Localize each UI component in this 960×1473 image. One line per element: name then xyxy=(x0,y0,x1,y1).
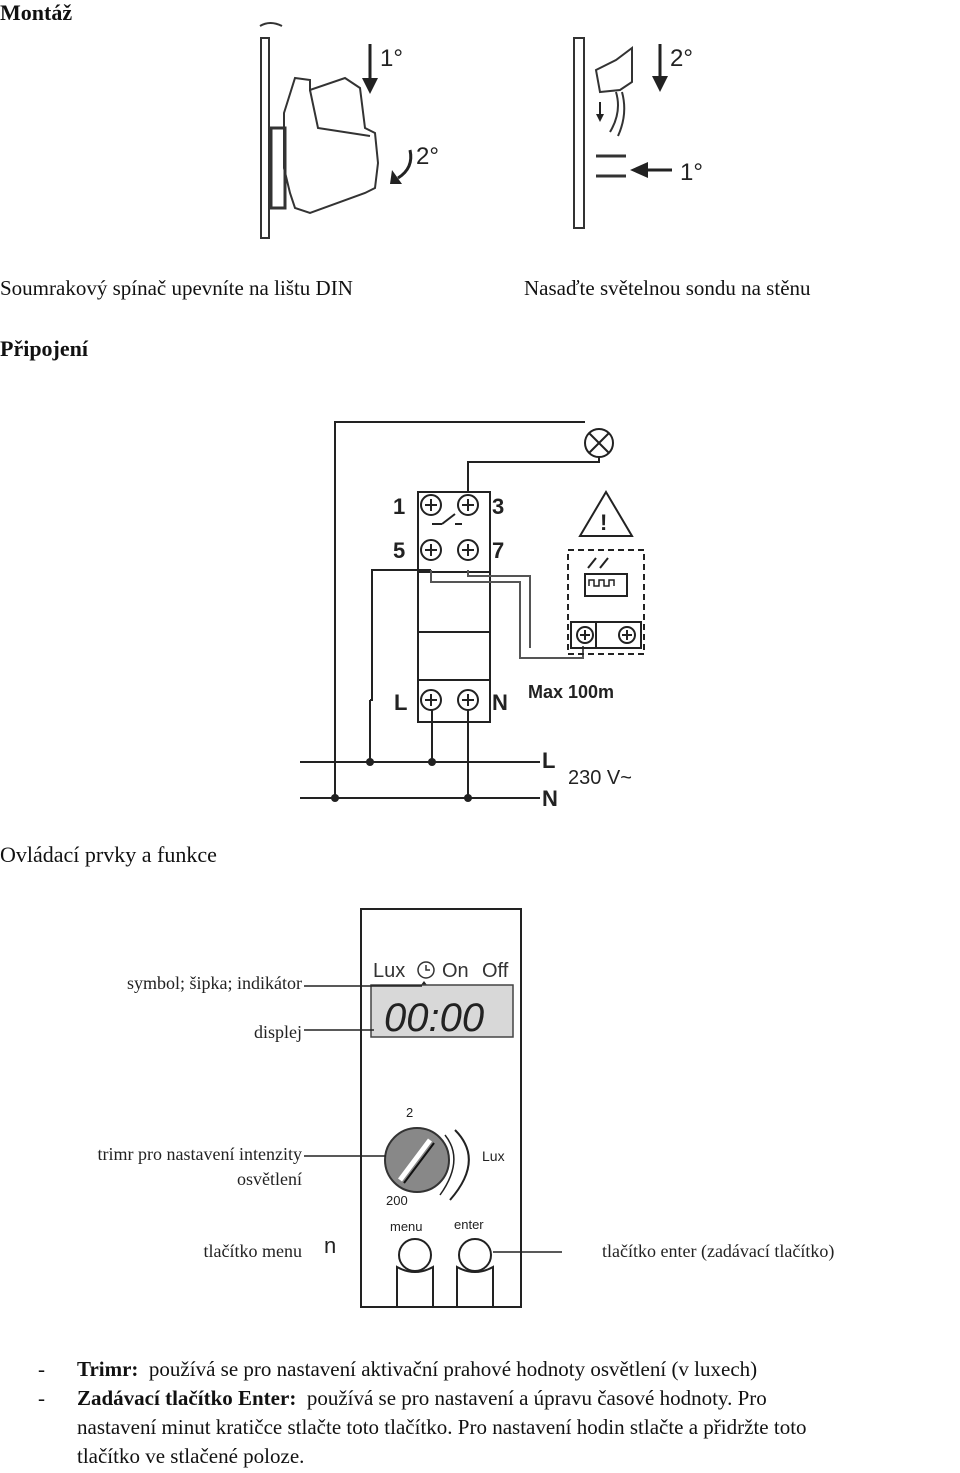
bullet-text: používá se pro nastavení a úpravu časové… xyxy=(306,1386,767,1410)
small-arrow-down-icon xyxy=(596,102,604,122)
bullet-dash: - xyxy=(38,1386,45,1410)
lamp-icon xyxy=(584,428,614,458)
off-indicator: Off xyxy=(482,960,509,982)
dial-unit-label: Lux xyxy=(482,1148,505,1164)
enter-button[interactable] xyxy=(456,1238,494,1307)
left-step1-label: 1° xyxy=(380,45,403,72)
callout-menu-button: tlačítko menu xyxy=(203,1241,302,1261)
heading-mounting: Montáž xyxy=(0,0,73,25)
device-front-diagram: Lux On Off 00:00 2 200 Lux menu enter n xyxy=(304,908,562,1308)
bullet-text: používá se pro nastavení aktivační praho… xyxy=(148,1357,758,1381)
probe-mount-diagram: 2° 1° xyxy=(573,37,703,229)
callout-enter-button: tlačítko enter (zadávací tlačítko) xyxy=(602,1241,835,1261)
svg-text:!: ! xyxy=(600,510,607,535)
line-N-label: N xyxy=(542,786,558,811)
max-length-label: Max 100m xyxy=(528,682,614,702)
callout-display: displej xyxy=(254,1022,302,1042)
callout-trimmer-line2: osvětlení xyxy=(237,1169,302,1189)
bullet-text-line3: tlačítko ve stlačené poloze. xyxy=(77,1444,305,1468)
device-body xyxy=(360,908,522,1308)
bullet-term: Trimr: xyxy=(77,1357,139,1381)
heading-connection: Připojení xyxy=(0,336,88,361)
rotate-arrow-icon xyxy=(390,149,413,184)
callout-trimmer-line1: trimr pro nastavení intenzity xyxy=(97,1144,302,1164)
left-step2-label: 2° xyxy=(416,143,439,170)
on-indicator: On xyxy=(442,960,469,982)
right-step2-label: 2° xyxy=(670,45,693,72)
terminal-N-label: N xyxy=(492,690,508,715)
din-rail-mount-diagram: 1° 2° xyxy=(259,22,439,239)
caption-probe: Nasaďte světelnou sondu na stěnu xyxy=(524,276,811,300)
display-value: 00:00 xyxy=(384,996,484,1040)
clock-icon xyxy=(417,961,435,979)
terminal-3-label: 3 xyxy=(492,494,504,519)
light-rays-icon xyxy=(587,557,609,569)
dial-top-label: 2 xyxy=(406,1105,413,1120)
lux-trimmer-dial[interactable] xyxy=(384,1127,470,1201)
wiring-diagram: ! 1 3 5 7 L N Max 100m L N 230 V~ xyxy=(300,421,645,811)
warning-icon: ! xyxy=(578,490,634,537)
menu-button[interactable] xyxy=(396,1238,434,1307)
callout-symbol: symbol; šipka; indikátor xyxy=(127,973,302,993)
bullet-text-line2: nastavení minut kratičce stlačte toto tl… xyxy=(77,1415,807,1439)
dial-bottom-label: 200 xyxy=(386,1193,408,1208)
voltage-label: 230 V~ xyxy=(568,767,632,789)
menu-button-label: menu xyxy=(390,1219,423,1234)
heading-controls: Ovládací prvky a funkce xyxy=(0,842,217,867)
arrow-left-icon xyxy=(630,162,672,178)
terminal-L-label: L xyxy=(394,690,407,715)
bullet-dash: - xyxy=(38,1357,45,1381)
arrow-down-icon xyxy=(652,44,668,92)
line-L-label: L xyxy=(542,748,555,773)
bullet-term: Zadávací tlačítko Enter: xyxy=(77,1386,297,1410)
terminal-5-label: 5 xyxy=(393,538,405,563)
lux-indicator: Lux xyxy=(373,960,405,982)
terminal-7-label: 7 xyxy=(492,538,504,563)
terminal-screws xyxy=(420,494,636,711)
caption-din-rail: Soumrakový spínač upevníte na lištu DIN xyxy=(0,276,353,300)
light-sensor-icon xyxy=(588,579,615,587)
arrow-down-icon xyxy=(362,44,378,94)
lcd-display xyxy=(370,984,514,1038)
enter-button-label: enter xyxy=(454,1217,484,1232)
terminal-1-label: 1 xyxy=(393,494,405,519)
feature-description: - Trimr: používá se pro nastavení aktiva… xyxy=(0,1355,960,1473)
side-mark: n xyxy=(324,1233,336,1258)
right-step1-label: 1° xyxy=(680,159,703,186)
